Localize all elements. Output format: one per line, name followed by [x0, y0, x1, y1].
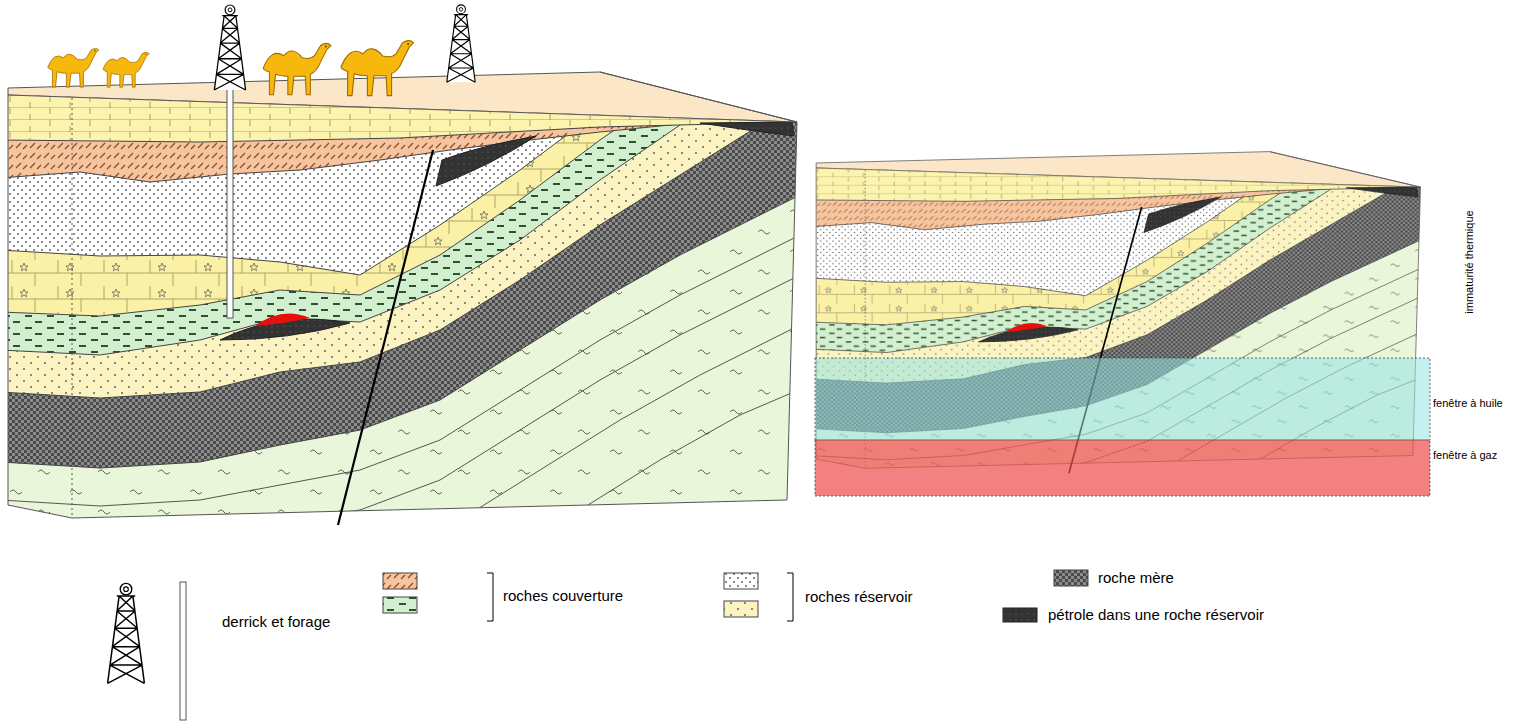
legend-text: derrick et forage: [222, 613, 330, 631]
legend-swatch: [724, 601, 758, 617]
camel: [263, 43, 331, 94]
legend-text: roche mère: [1098, 569, 1174, 587]
camel: [341, 41, 414, 96]
zone-label: fenêtre à gaz: [1431, 449, 1499, 462]
legend-swatch: [724, 573, 758, 589]
legend-swatch: [383, 573, 417, 589]
derrick-symbol: [447, 5, 475, 82]
derrick-symbol: [214, 5, 245, 90]
zone-label: fenêtre à huile: [1431, 397, 1505, 410]
legend-swatch: [1054, 570, 1088, 586]
oil-window-band: [815, 358, 1430, 440]
left-block: [0, 0, 820, 560]
legend-swatch: [1003, 608, 1037, 622]
right-block: [810, 30, 1438, 499]
drill-pipe: [180, 582, 186, 720]
camel: [103, 52, 149, 87]
legend-text: roches réservoir: [805, 588, 913, 606]
drill-pipe: [227, 86, 233, 318]
legend-text: roches couverture: [503, 587, 623, 605]
derrick-symbol: [108, 583, 145, 683]
camel: [48, 48, 99, 87]
legend-bracket: [487, 573, 493, 621]
legend-bracket: [787, 573, 793, 621]
gas-window-band: [815, 440, 1430, 496]
legend-swatch: [383, 597, 417, 613]
zone-label: immaturité thermique: [1463, 210, 1476, 313]
legend-text: pétrole dans une roche réservoir: [1048, 606, 1264, 624]
